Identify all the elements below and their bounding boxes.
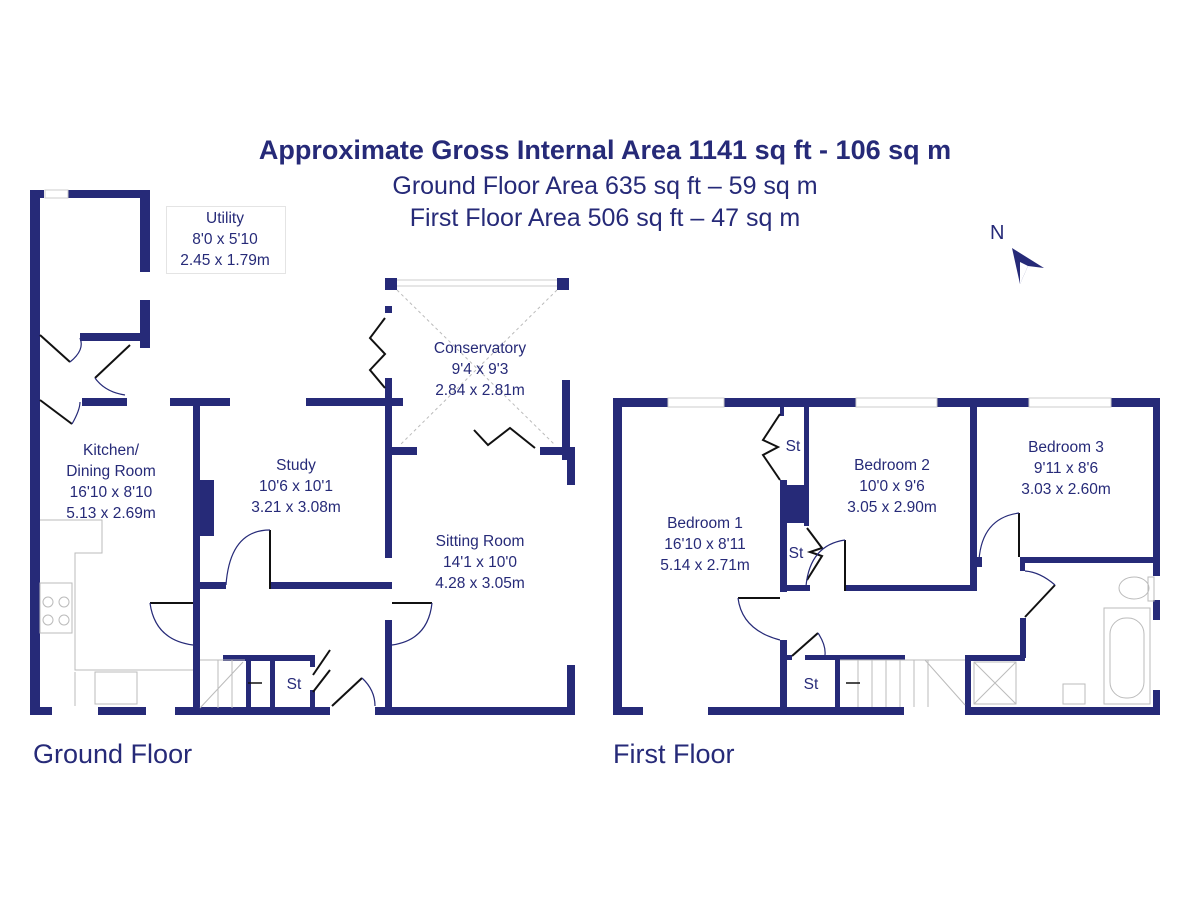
room-study: Study 10'6 x 10'1 3.21 x 3.08m [251,455,341,518]
compass-north-label: N [990,222,1005,244]
room-size-imperial: 10'0 x 9'6 [859,478,925,495]
room-size-imperial: 14'1 x 10'0 [442,554,518,571]
room-name: Utility [206,210,244,227]
room-name: Sitting Room [435,533,525,550]
first-floor-label: First Floor [613,739,735,769]
room-size-metric: 3.05 x 2.90m [847,499,937,516]
room-bedroom-3: Bedroom 3 9'11 x 8'6 3.03 x 2.60m [1021,437,1111,500]
room-name: Conservatory [433,340,527,357]
room-size-metric: 4.28 x 3.05m [435,575,525,592]
first-floor-walls [613,397,1160,715]
room-store-2: St [789,543,804,564]
room-bedroom-2: Bedroom 2 10'0 x 9'6 3.05 x 2.90m [847,455,937,518]
room-size-imperial: 9'11 x 8'6 [1033,460,1099,477]
room-store-3: St [804,674,819,695]
room-name: St [286,676,302,693]
room-size-imperial: 16'10 x 8'11 [664,536,746,553]
room-size-metric: 3.21 x 3.08m [251,499,341,516]
room-size-metric: 5.14 x 2.71m [660,557,750,574]
room-name: Bedroom 2 [854,457,930,474]
room-name: St [803,676,819,693]
gross-area-title: Approximate Gross Internal Area 1141 sq … [258,135,952,165]
north-arrow-icon [1012,248,1044,284]
room-size-metric: 5.13 x 2.69m [66,505,156,522]
utility-label-box [166,206,286,274]
first-floor-area: First Floor Area 506 sq ft – 47 sq m [409,204,801,232]
room-conservatory: Conservatory 9'4 x 9'3 2.84 x 2.81m [434,338,526,401]
room-name: Bedroom 3 [1028,439,1104,456]
room-store-1: St [786,436,801,457]
room-name: Study [276,457,316,474]
room-name: St [785,438,801,455]
room-bedroom-1: Bedroom 1 16'10 x 8'11 5.14 x 2.71m [660,513,750,576]
room-size-imperial: 16'10 x 8'10 [69,484,153,501]
room-name-line2: Dining Room [66,463,156,480]
room-size-imperial: 10'6 x 10'1 [258,478,334,495]
ground-floor-label: Ground Floor [33,739,193,769]
north-compass: N [990,222,1050,292]
room-name: Kitchen/ [82,442,140,459]
room-size-metric: 2.45 x 1.79m [180,252,270,269]
room-name: Bedroom 1 [667,515,743,532]
room-size-metric: 2.84 x 2.81m [435,382,525,399]
room-store: St [287,674,302,695]
ground-floor-walls [30,189,575,715]
room-size-metric: 3.03 x 2.60m [1021,481,1111,498]
room-size-imperial: 9'4 x 9'3 [451,361,509,378]
room-kitchen-dining: Kitchen/ Dining Room 16'10 x 8'10 5.13 x… [66,440,156,524]
room-size-imperial: 8'0 x 5'10 [192,231,258,248]
room-name: St [788,545,804,562]
room-sitting-room: Sitting Room 14'1 x 10'0 4.28 x 3.05m [435,531,525,594]
ground-floor-area: Ground Floor Area 635 sq ft – 59 sq m [392,172,818,200]
room-utility: Utility 8'0 x 5'10 2.45 x 1.79m [180,208,270,271]
